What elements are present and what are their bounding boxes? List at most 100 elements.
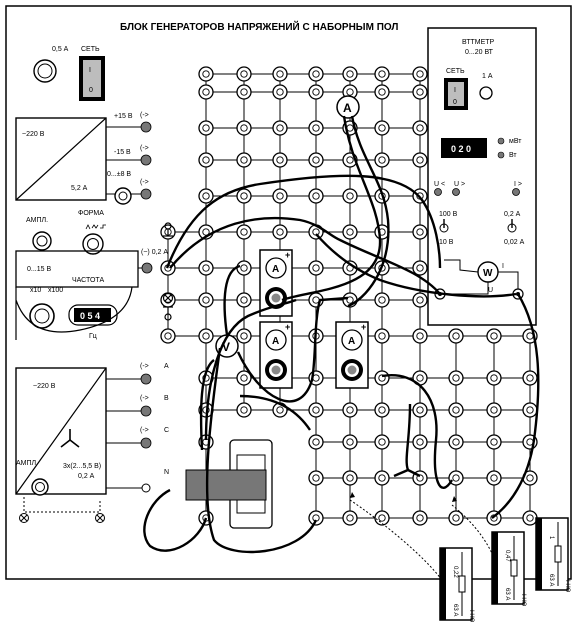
board-socket[interactable] [448,328,464,344]
board-socket[interactable] [236,66,252,82]
board-socket[interactable] [160,328,176,344]
board-socket[interactable] [412,66,428,82]
board-socket[interactable] [272,66,288,82]
board-socket[interactable] [342,434,358,450]
board-socket[interactable] [236,328,252,344]
board-socket[interactable] [236,84,252,100]
board-socket[interactable] [236,152,252,168]
board-socket[interactable] [236,120,252,136]
board-socket[interactable] [374,152,390,168]
board-socket[interactable] [522,370,538,386]
board-socket[interactable] [198,152,214,168]
board-socket[interactable] [272,188,288,204]
board-socket[interactable] [486,370,502,386]
board-socket[interactable] [412,84,428,100]
board-socket[interactable] [374,402,390,418]
board-socket[interactable] [236,402,252,418]
fg-output-terminal[interactable] [141,262,153,274]
neutral-terminal[interactable] [141,483,151,493]
board-socket[interactable] [308,510,324,526]
board-socket[interactable] [198,188,214,204]
board-socket[interactable] [198,66,214,82]
wattmeter-mains-switch[interactable] [444,78,468,110]
board-socket[interactable] [236,224,252,240]
board-socket[interactable] [342,402,358,418]
board-socket[interactable] [308,120,324,136]
board-socket[interactable] [412,510,428,526]
three-phase-amplitude-knob[interactable] [31,478,49,496]
board-socket[interactable] [374,224,390,240]
wattmeter-current-range-switch[interactable] [507,219,517,233]
board-socket[interactable] [412,402,428,418]
board-socket[interactable] [374,66,390,82]
board-socket[interactable] [448,402,464,418]
board-socket[interactable] [486,328,502,344]
wattmeter-fuse[interactable] [479,86,493,100]
board-socket[interactable] [342,188,358,204]
fg-form-knob[interactable] [82,224,106,255]
mains-fuse[interactable] [33,59,57,83]
board-socket[interactable] [272,224,288,240]
board-socket[interactable] [308,188,324,204]
dc-terminal-minus[interactable] [140,154,152,166]
board-socket[interactable] [198,260,214,276]
board-socket[interactable] [412,152,428,168]
board-socket[interactable] [308,402,324,418]
board-socket[interactable] [198,292,214,308]
board-socket[interactable] [448,370,464,386]
board-socket[interactable] [374,510,390,526]
board-socket[interactable] [236,188,252,204]
wattmeter-voltage-range-switch[interactable] [439,219,449,233]
fg-amplitude-knob[interactable] [32,231,52,251]
board-socket[interactable] [198,120,214,136]
board-socket[interactable] [308,66,324,82]
dc-adjust-knob[interactable] [114,187,132,205]
board-socket[interactable] [412,224,428,240]
board-socket[interactable] [374,328,390,344]
board-socket[interactable] [308,434,324,450]
board-socket[interactable] [448,434,464,450]
board-socket[interactable] [412,260,428,276]
board-socket[interactable] [374,84,390,100]
dc-terminal-plus[interactable] [140,121,152,133]
board-socket[interactable] [198,328,214,344]
board-socket[interactable] [412,328,428,344]
phase-b-terminal[interactable] [140,405,152,417]
board-socket[interactable] [308,470,324,486]
board-socket[interactable] [412,120,428,136]
board-socket[interactable] [342,224,358,240]
board-socket[interactable] [342,510,358,526]
board-socket[interactable] [522,402,538,418]
board-socket[interactable] [374,470,390,486]
wattmeter-term-i-out[interactable] [512,188,520,196]
board-socket[interactable] [374,370,390,386]
wattmeter-term-u-in[interactable] [434,188,442,196]
board-socket[interactable] [342,66,358,82]
mains-switch[interactable] [79,56,105,101]
board-socket[interactable] [272,152,288,168]
board-socket[interactable] [522,510,538,526]
board-socket[interactable] [374,434,390,450]
board-socket[interactable] [272,84,288,100]
board-socket[interactable] [486,402,502,418]
board-socket[interactable] [308,260,324,276]
board-socket[interactable] [412,292,428,308]
board-socket[interactable] [374,292,390,308]
board-socket[interactable] [198,84,214,100]
board-socket[interactable] [374,120,390,136]
board-socket[interactable] [486,434,502,450]
wattmeter-term-u-out[interactable] [452,188,460,196]
board-socket[interactable] [486,470,502,486]
dc-terminal-adjust[interactable] [140,188,152,200]
phase-c-terminal[interactable] [140,437,152,449]
board-socket[interactable] [308,152,324,168]
board-socket[interactable] [412,434,428,450]
board-socket[interactable] [272,120,288,136]
fg-frequency-knob[interactable] [29,303,55,329]
board-socket[interactable] [236,260,252,276]
board-socket[interactable] [342,470,358,486]
phase-a-terminal[interactable] [140,373,152,385]
